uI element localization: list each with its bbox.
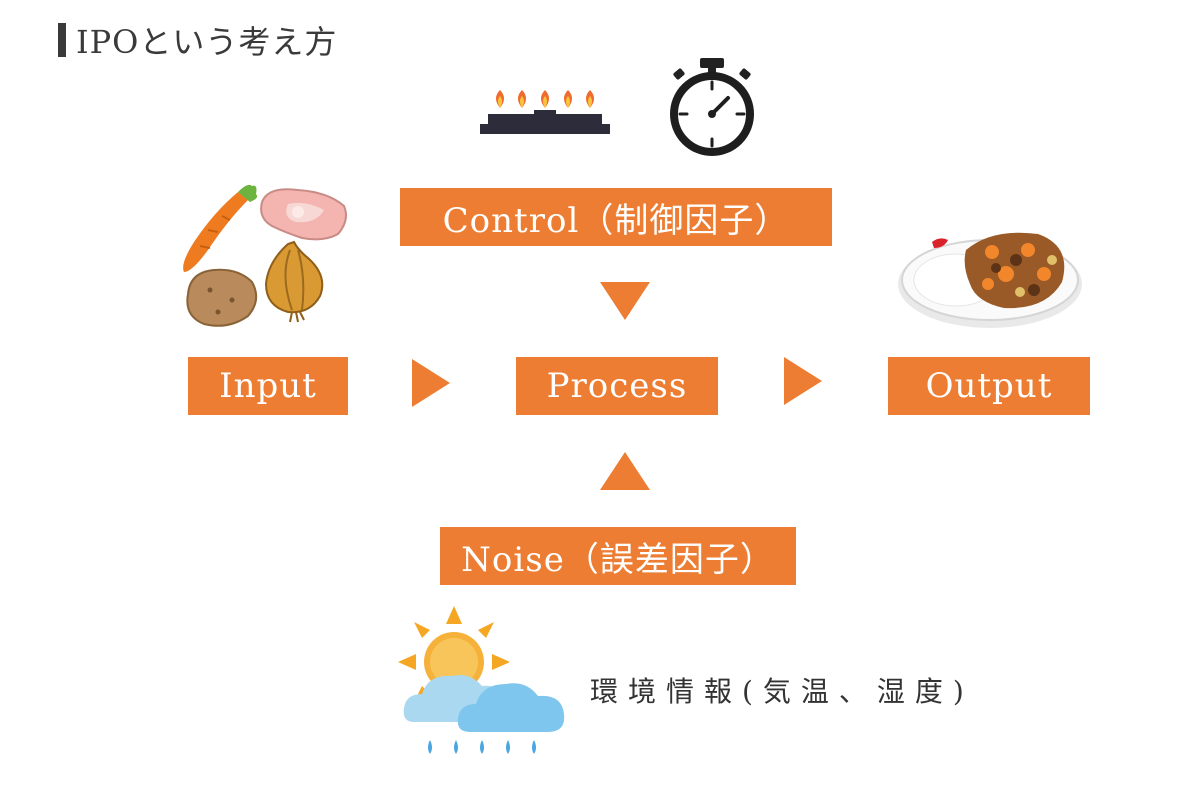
gas-burner-icon bbox=[480, 90, 610, 134]
output-label: Output bbox=[925, 366, 1053, 406]
noise-factor-box: Noise（誤差因子） bbox=[440, 527, 796, 585]
curry-rice-icon bbox=[898, 232, 1082, 328]
vegetables-meat-icon bbox=[183, 184, 347, 327]
output-box: Output bbox=[888, 357, 1090, 415]
down-arrow-icon bbox=[600, 282, 650, 320]
control-factor-label: Control（制御因子） bbox=[442, 200, 790, 241]
input-box: Input bbox=[188, 357, 348, 415]
environment-info-label: 環境情報(気温、湿度) bbox=[590, 675, 974, 708]
control-factor-box: Control（制御因子） bbox=[400, 188, 832, 246]
title-accent-bar bbox=[58, 23, 66, 57]
weather-sun-cloud-rain-icon bbox=[398, 606, 565, 754]
noise-factor-label: Noise（誤差因子） bbox=[461, 539, 775, 580]
up-arrow-icon bbox=[600, 452, 650, 490]
process-label: Process bbox=[546, 366, 688, 406]
process-box: Process bbox=[516, 357, 718, 415]
stopwatch-icon bbox=[670, 58, 754, 156]
page-title: IPOという考え方 bbox=[58, 20, 338, 61]
title-text: IPOという考え方 bbox=[76, 23, 338, 61]
input-label: Input bbox=[219, 366, 317, 406]
right-arrow-icon bbox=[412, 359, 450, 407]
right-arrow-icon bbox=[784, 357, 822, 405]
